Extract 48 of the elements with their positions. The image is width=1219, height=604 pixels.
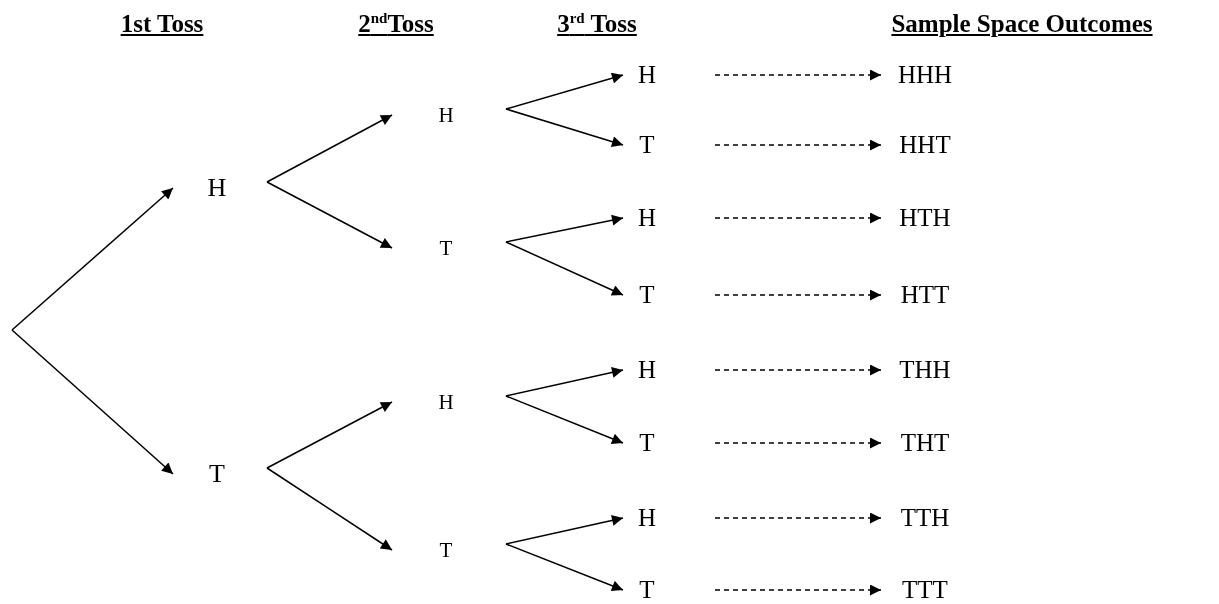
dashed-arrow [714,212,882,224]
toss-outcome-label: T [625,574,669,604]
toss-outcome-label: T [625,279,669,311]
outcome-label: TTH [889,502,961,534]
arrow [505,395,624,444]
toss-outcome-label: H [625,59,669,91]
toss-outcome-label: H [625,502,669,534]
toss-outcome-label: T [175,457,259,491]
dashed-arrow [714,584,882,596]
column-heading: 2$^{nd}$Toss [358,10,434,39]
outcome-label: HHT [889,129,961,161]
column-heading: 1st Toss [120,10,204,38]
toss-outcome-label: H [625,354,669,386]
arrow [505,367,624,397]
dashed-arrow [714,289,882,301]
arrow [505,543,624,592]
arrow [505,214,624,243]
toss-outcome-label: H [394,387,498,417]
dashed-arrow [714,364,882,376]
toss-outcome-label: T [394,233,498,263]
column-heading: Sample Space Outcomes [891,10,1153,38]
outcome-label: HTH [889,202,961,234]
dashed-arrow [714,69,882,81]
outcome-label: TTT [889,574,961,604]
arrow [505,241,624,296]
arrow [11,329,174,475]
dashed-arrow [714,139,882,151]
arrow [266,401,393,469]
arrow [266,467,393,551]
toss-outcome-label: T [625,129,669,161]
toss-outcome-label: H [394,100,498,130]
outcome-label: HHH [889,59,961,91]
column-heading: 3$^{rd}$ Toss [557,10,637,39]
arrow [505,515,624,545]
arrow [505,108,624,147]
arrow [266,114,393,183]
toss-outcome-label: H [625,202,669,234]
toss-outcome-label: T [625,427,669,459]
dashed-arrow [714,512,882,524]
arrow [266,181,393,249]
toss-outcome-label: T [394,535,498,565]
outcome-label: THH [889,354,961,386]
dashed-arrow [714,437,882,449]
outcome-label: THT [889,427,961,459]
arrow [11,187,174,331]
arrow [505,72,624,110]
outcome-label: HTT [889,279,961,311]
toss-outcome-label: H [175,171,259,205]
